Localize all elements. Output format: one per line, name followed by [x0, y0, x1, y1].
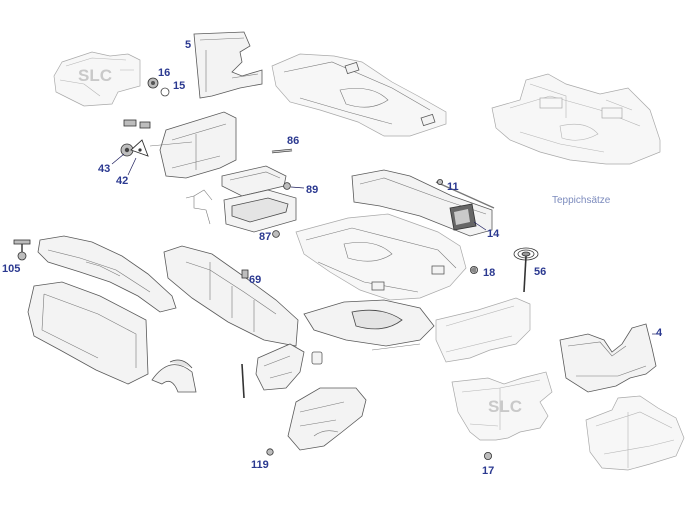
screw-part-119[interactable]: [266, 448, 274, 456]
door-trim-panel-lower[interactable]: [287, 387, 367, 451]
callout-11: 11: [447, 181, 459, 193]
carpet-piece-bottom-right[interactable]: [585, 395, 685, 471]
panel-part-5[interactable]: [193, 31, 263, 99]
rear-parcel-shelf[interactable]: [37, 235, 177, 313]
rear-seat-back-board[interactable]: [27, 281, 149, 385]
watermark-slc-top: SLC: [78, 66, 112, 85]
clip-part-18[interactable]: [469, 265, 478, 274]
watermark-slc-bottom: SLC: [488, 397, 522, 416]
fastener-part-105[interactable]: [13, 239, 31, 261]
wheelhouse-panel-part-69[interactable]: [163, 245, 299, 347]
wheel-arch-cover-left[interactable]: [151, 359, 197, 393]
fastener-part-17[interactable]: [483, 451, 492, 460]
callout-105: 105: [2, 263, 20, 275]
callout-16: 16: [158, 67, 170, 79]
trunk-floor-tray[interactable]: [303, 299, 435, 351]
callout-87: 87: [259, 231, 271, 243]
trim-strip-vertical[interactable]: [241, 363, 245, 399]
callout-18: 18: [483, 267, 495, 279]
callout-4: 4: [656, 327, 663, 339]
floor-carpet-top[interactable]: [271, 53, 447, 137]
callout-42: 42: [116, 175, 128, 187]
kit-label[interactable]: Teppichsätze: [552, 195, 611, 206]
clip-panel-small[interactable]: [311, 351, 323, 365]
callout-5: 5: [185, 39, 191, 51]
clip-part-69[interactable]: [241, 269, 249, 279]
callout-15: 15: [173, 80, 185, 92]
rear-side-panel-upper-left[interactable]: SLC: [53, 51, 141, 107]
callout-56: 56: [534, 266, 546, 278]
door-trim-panel-upper[interactable]: [255, 343, 305, 391]
clip-part-16-15[interactable]: [147, 77, 170, 97]
callout-14: 14: [487, 228, 500, 240]
callout-69: 69: [249, 274, 261, 286]
callout-43: 43: [98, 163, 110, 175]
callout-89: 89: [306, 184, 318, 196]
clip-part-87[interactable]: [272, 230, 280, 238]
hinge-bracket[interactable]: [185, 189, 213, 225]
rod-part-86[interactable]: [271, 148, 293, 154]
screw-part-11[interactable]: [436, 178, 443, 185]
callout-17: 17: [482, 465, 494, 477]
fasteners-top[interactable]: [120, 119, 151, 157]
carpet-kit-teppichsaetze[interactable]: [491, 73, 661, 165]
spring-part-56[interactable]: [513, 247, 539, 293]
side-panel-lower-slc[interactable]: SLC: [451, 371, 553, 441]
callout-86: 86: [287, 135, 299, 147]
trim-panel-centre[interactable]: [435, 297, 531, 363]
rear-wall-panel[interactable]: [149, 111, 237, 179]
callout-119: 119: [251, 459, 269, 471]
panel-part-4[interactable]: [559, 323, 657, 393]
storage-compartment-lid[interactable]: [221, 165, 287, 197]
vent-grille-part-14[interactable]: [449, 203, 477, 231]
floor-carpet-middle[interactable]: [295, 213, 467, 301]
grommet-part-89[interactable]: [283, 182, 291, 190]
storage-compartment-box[interactable]: [223, 189, 297, 233]
